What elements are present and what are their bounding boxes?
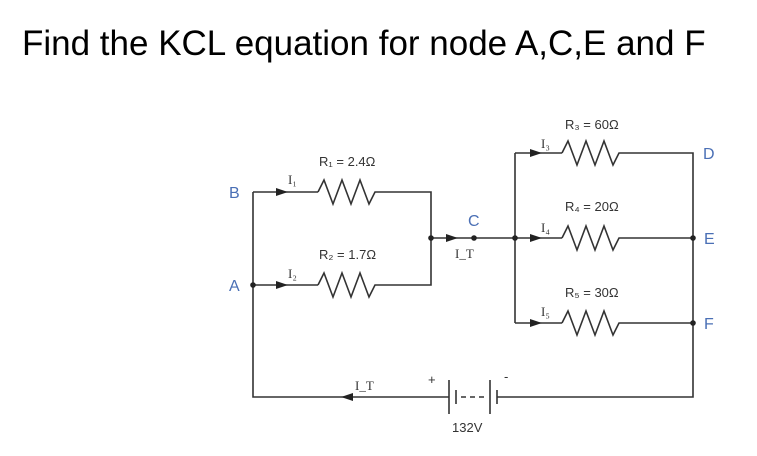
- arrow-it-mid: [446, 234, 458, 242]
- resistor-r4: [561, 223, 635, 253]
- i5-label: I₅: [541, 304, 550, 319]
- arrow-i1: [276, 188, 288, 196]
- r2-label: R₂ = 1.7Ω: [319, 247, 376, 262]
- resistor-r2: [317, 270, 393, 300]
- node-label-c: C: [468, 213, 480, 230]
- junction-dots: [250, 235, 696, 326]
- it-mid-label: I_T: [455, 246, 474, 261]
- r1-label: R₁ = 2.4Ω: [319, 154, 376, 169]
- arrow-i2: [276, 281, 288, 289]
- i1-label: I₁: [288, 172, 297, 187]
- current-arrows: [276, 149, 542, 401]
- r3-label: R₃ = 60Ω: [565, 117, 619, 132]
- arrow-i3: [530, 149, 542, 157]
- battery: [448, 380, 498, 414]
- i4-label: I₄: [541, 220, 550, 235]
- battery-minus-label: -: [504, 369, 508, 384]
- battery-voltage-label: 132V: [452, 420, 483, 435]
- arrow-i5: [530, 319, 542, 327]
- arrow-it-bottom: [341, 393, 353, 401]
- node-label-f: F: [704, 316, 714, 333]
- node-label-d: D: [703, 146, 715, 163]
- r4-label: R₄ = 20Ω: [565, 199, 619, 214]
- node-label-b: B: [229, 185, 240, 202]
- i3-label: I₃: [541, 136, 550, 151]
- resistor-r3: [561, 138, 635, 168]
- battery-plus-label: +: [428, 372, 436, 387]
- node-label-a: A: [229, 278, 240, 295]
- resistor-r1: [317, 177, 393, 207]
- resistor-r5: [561, 308, 635, 338]
- arrow-i4: [530, 234, 542, 242]
- i2-label: I₂: [288, 266, 297, 281]
- node-label-e: E: [704, 231, 715, 248]
- r5-label: R₅ = 30Ω: [565, 285, 619, 300]
- question-title: Find the KCL equation for node A,C,E and…: [22, 24, 706, 63]
- wires: [252, 152, 694, 398]
- it-bottom-label: I_T: [355, 378, 374, 393]
